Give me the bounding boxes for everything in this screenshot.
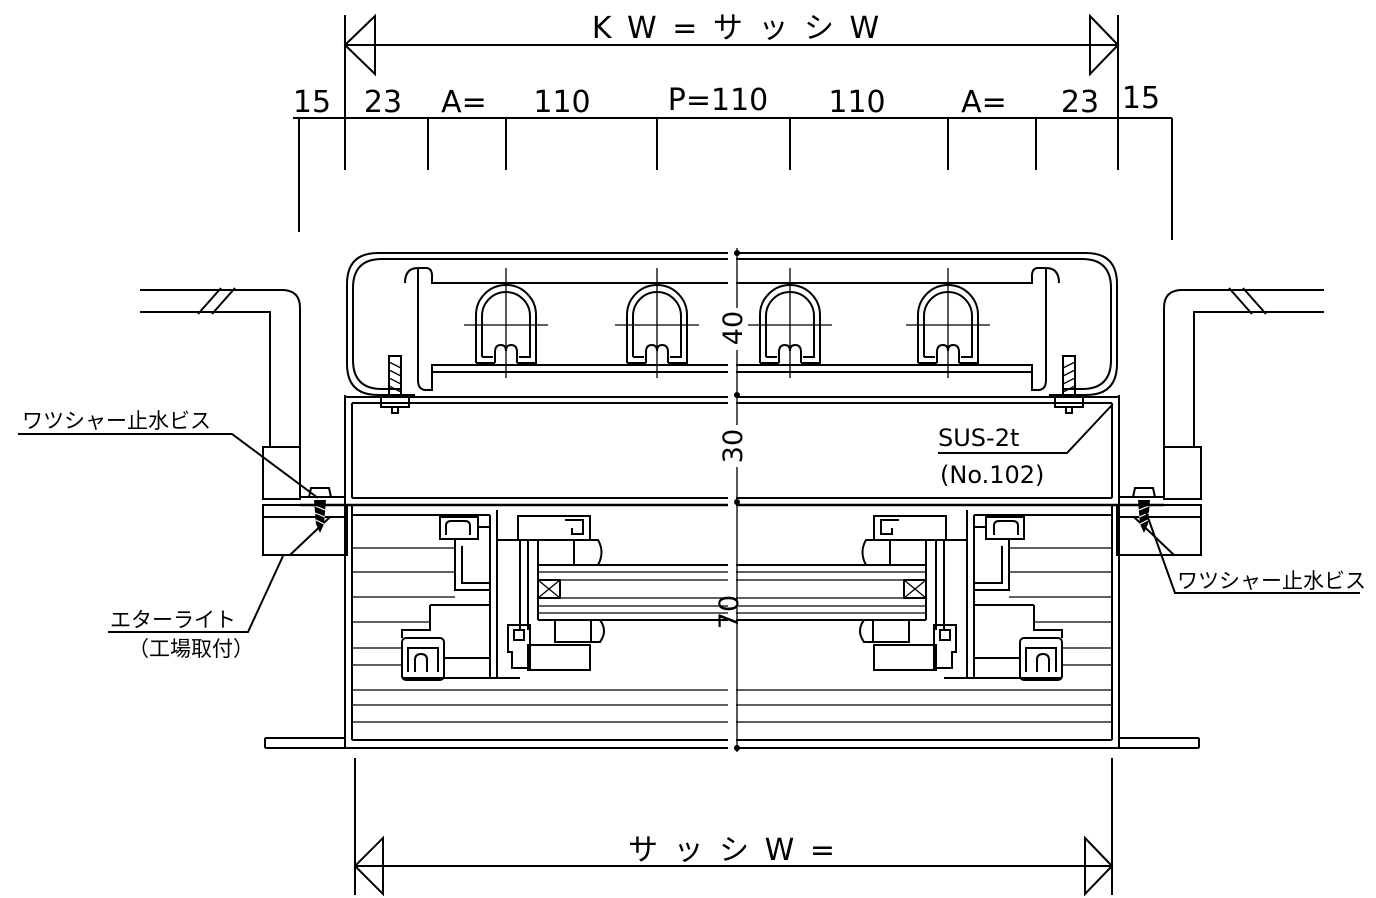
wall-section — [140, 287, 301, 447]
glazing-slot — [463, 267, 549, 379]
cover-screw — [380, 355, 410, 414]
dim-left-a: A= — [441, 85, 487, 120]
dim-left-pitch: 110 — [533, 85, 590, 120]
right-arrowhead — [1084, 835, 1114, 897]
frame-upper-box — [300, 395, 728, 748]
screw-label-right: ワツシャー止水ビス — [1177, 569, 1366, 593]
material-number: (No.102) — [940, 461, 1044, 489]
sash-profile — [497, 515, 591, 671]
assembly-left-half — [140, 252, 728, 749]
glazing-slot — [747, 267, 833, 379]
dim-right-margin: 15 — [1122, 81, 1160, 116]
frame-lower-section — [264, 505, 728, 749]
material-spec: SUS-2t — [938, 424, 1019, 452]
overall-width-label: K W = サ ッ シ W — [592, 11, 882, 46]
segment-dimension-row: 15 23 A= 110 P=110 110 A= 23 15 — [293, 81, 1173, 240]
dim-right-edge: 23 — [1061, 85, 1099, 120]
screw-callout-left: ワツシャー止水ビス — [18, 409, 319, 499]
spacer-box — [537, 579, 561, 599]
frame-height-label: 30 — [718, 429, 749, 463]
board-label: エターライト — [110, 608, 236, 632]
material-callout: SUS-2t (No.102) — [938, 404, 1113, 489]
double-glazing — [537, 564, 728, 621]
board-note: （工場取付） — [128, 637, 254, 661]
overall-width-dimension: K W = サ ッ シ W — [343, 11, 1120, 170]
eterlite-board — [262, 504, 348, 556]
right-arrowhead — [1089, 13, 1120, 77]
dim-left-edge: 23 — [364, 85, 402, 120]
dim-left-margin: 15 — [293, 85, 331, 120]
assembly-right-half — [734, 251, 1326, 750]
left-arrowhead — [353, 835, 384, 897]
glass-height-label: 70 — [714, 595, 745, 629]
glazing-slot — [614, 267, 700, 379]
dim-center-pitch: P=110 — [668, 83, 769, 118]
screw-callout-right: ワツシャー止水ビス — [1145, 511, 1366, 594]
board-callout: エターライト （工場取付） — [108, 555, 284, 661]
glazing-slot — [905, 267, 991, 379]
left-arrowhead — [343, 13, 376, 77]
sash-width-dimension: サ ッ シ W = — [353, 758, 1114, 897]
glazing-gaskets — [537, 539, 605, 643]
dim-right-pitch: 110 — [828, 85, 885, 120]
sash-width-label: サ ッ シ W = — [628, 833, 838, 868]
dim-right-a: A= — [961, 85, 1007, 120]
screw-label-left: ワツシャー止水ビス — [22, 409, 211, 433]
washer-screw — [303, 487, 340, 533]
sealant-block — [262, 446, 301, 500]
cover-height-label: 40 — [718, 311, 749, 345]
top-cover-profile — [346, 252, 728, 396]
